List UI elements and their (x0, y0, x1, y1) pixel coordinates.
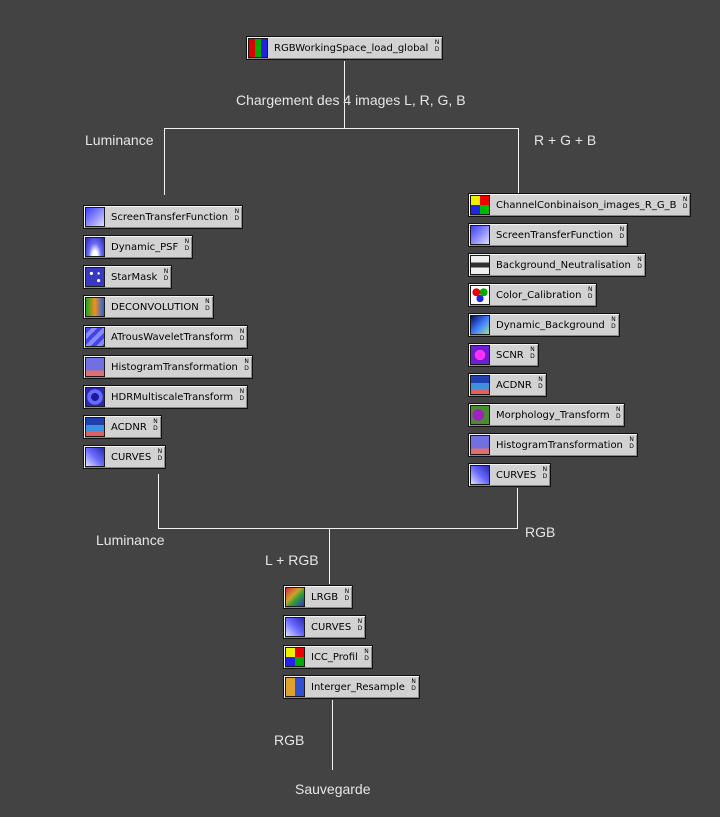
rgb-merge-label: RGB (525, 524, 556, 540)
channel-combination-icon (470, 195, 490, 215)
color-calibration-icon (470, 285, 490, 305)
load-images-label: Chargement des 4 images L, R, G, B (236, 92, 466, 108)
screen-transfer-icon (85, 207, 105, 227)
resample-icon (285, 677, 305, 697)
deconvolution-icon (85, 297, 105, 317)
starmask-icon (85, 267, 105, 287)
curves-icon (470, 465, 490, 485)
connector-merge-horizontal (158, 528, 518, 529)
morphology-icon (470, 405, 490, 425)
dynamic-background-icon (470, 315, 490, 335)
histogram-icon (85, 357, 105, 377)
rgb-working-space-icon (248, 38, 268, 58)
connector-final-down (332, 700, 333, 770)
psf-icon (85, 237, 105, 257)
lrgb-merge-label: L + RGB (265, 552, 319, 568)
icc-profile-icon (285, 647, 305, 667)
connector-right-bottom-up (517, 488, 518, 529)
luminance-branch-label: Luminance (85, 132, 154, 148)
histogram-icon (470, 435, 490, 455)
background-neutralization-icon (470, 255, 490, 275)
luminance-merge-label: Luminance (96, 532, 165, 548)
connector-merge-down (329, 528, 330, 584)
rgb-output-label: RGB (274, 732, 305, 748)
connector-root-down (344, 61, 345, 129)
connector-right-down (518, 128, 519, 193)
curves-icon (85, 447, 105, 467)
connector-left-down (164, 128, 165, 195)
scnr-icon (470, 345, 490, 365)
acdnr-icon (85, 417, 105, 437)
rgb-branch-label: R + G + B (534, 132, 597, 148)
curves-icon (285, 617, 305, 637)
connector-top-horizontal (164, 128, 519, 129)
acdnr-icon (470, 375, 490, 395)
hdr-icon (85, 387, 105, 407)
wavelet-icon (85, 327, 105, 347)
lrgb-icon (285, 587, 305, 607)
connector-left-bottom-up (158, 474, 159, 529)
save-label: Sauvegarde (295, 781, 371, 797)
screen-transfer-icon (470, 225, 490, 245)
